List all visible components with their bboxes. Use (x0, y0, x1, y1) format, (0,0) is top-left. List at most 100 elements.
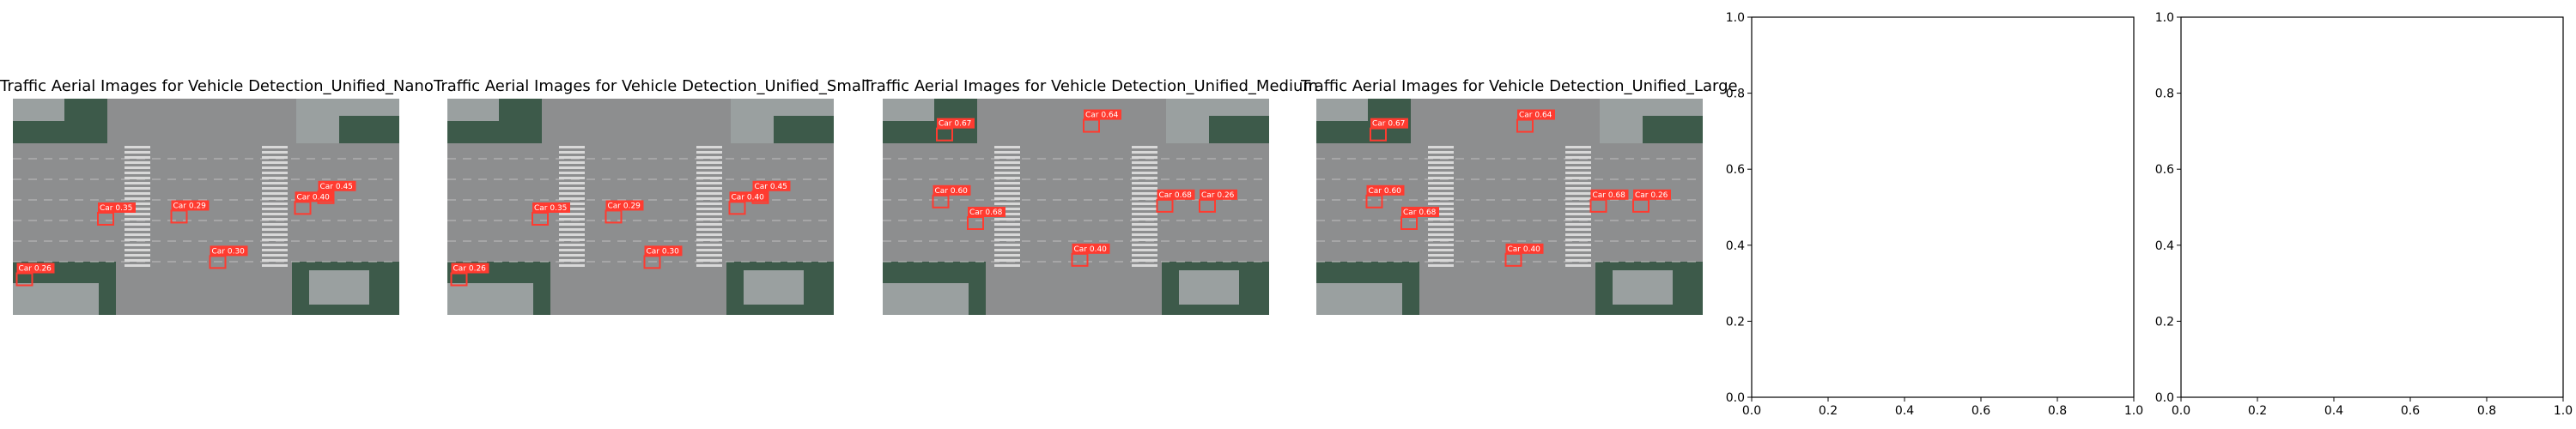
crosswalk-stripe (559, 218, 585, 221)
city-block (13, 283, 99, 315)
city-block (1643, 116, 1703, 143)
detection-label: Car 0.26 (19, 265, 52, 274)
detection-box: Car 0.67 (936, 118, 975, 142)
crosswalk-stripe (1565, 192, 1591, 195)
crosswalk-stripe (262, 172, 288, 174)
detection-label: Car 0.67 (939, 120, 971, 129)
crosswalk-stripe (1565, 213, 1591, 215)
crosswalk-stripe (559, 239, 585, 241)
detection-box: Car 0.29 (605, 200, 644, 224)
y-tick-label: 0.0 (2155, 391, 2174, 405)
crosswalk-stripe (696, 151, 722, 154)
crosswalk-stripe (1565, 239, 1591, 241)
detection-label: Car 0.68 (1403, 208, 1437, 217)
y-tick-label: 0.2 (1726, 315, 1745, 329)
city-block (744, 270, 804, 305)
crosswalk-stripe (1565, 228, 1591, 231)
crosswalk-stripe (696, 228, 722, 231)
x-tick-label: 0.2 (1819, 404, 1838, 418)
crosswalk-stripe (559, 259, 585, 262)
crosswalk-stripe (696, 244, 722, 246)
crosswalk-stripe (696, 249, 722, 251)
crosswalk-stripe (262, 151, 288, 154)
crosswalk-stripe (1565, 187, 1591, 190)
crosswalk-stripe (262, 182, 288, 184)
crosswalk-stripe (125, 161, 150, 164)
crosswalk-stripe (262, 218, 288, 221)
crosswalk-stripe (1428, 172, 1454, 174)
crosswalk-stripe (1565, 146, 1591, 148)
crosswalk-stripe (1565, 197, 1591, 200)
crosswalk-stripe (994, 156, 1020, 159)
crosswalk-stripe (1428, 146, 1454, 148)
panel-title: Traffic Aerial Images for Vehicle Detect… (434, 77, 870, 95)
crosswalk-stripe (1565, 172, 1591, 174)
city-block (883, 283, 969, 315)
crosswalk-stripe (1132, 156, 1157, 159)
crosswalk-stripe (1132, 244, 1157, 246)
crosswalk-stripe (125, 166, 150, 169)
crosswalk-stripe (696, 223, 722, 226)
detection-label: Car 0.68 (1159, 191, 1193, 200)
crosswalk-stripe (1565, 161, 1591, 164)
crosswalk-stripe (125, 177, 150, 179)
crosswalk-stripe (1428, 192, 1454, 195)
detection-label: Car 0.60 (1369, 187, 1402, 196)
crosswalk-stripe (994, 254, 1020, 257)
crosswalk-stripe (125, 187, 150, 190)
detection-box: Car 0.29 (170, 200, 210, 224)
crosswalk-stripe (994, 259, 1020, 262)
crosswalk-stripe (262, 233, 288, 236)
detection-label: Car 0.30 (212, 247, 246, 256)
crosswalk-stripe (1132, 264, 1157, 267)
crosswalk-stripe (696, 259, 722, 262)
crosswalk-stripe (1428, 233, 1454, 236)
x-tick-label: 0.6 (1971, 404, 1990, 418)
crosswalk-stripe (696, 187, 722, 190)
image-panel-medium: Traffic Aerial Images for Vehicle Detect… (863, 0, 1318, 429)
crosswalk-stripe (1428, 249, 1454, 251)
city-block (447, 283, 533, 315)
detection-box: Car 0.40 (1504, 243, 1544, 267)
crosswalk-stripe (696, 177, 722, 179)
crosswalk-stripe (1428, 264, 1454, 267)
crosswalk-stripe (1428, 239, 1454, 241)
crosswalk-stripe (696, 182, 722, 184)
y-tick-label: 0.2 (2155, 315, 2174, 329)
crosswalk-stripe (1132, 254, 1157, 257)
crosswalk-stripe (559, 146, 585, 148)
crosswalk-stripe (696, 172, 722, 174)
x-tick-label: 1.0 (2554, 404, 2573, 418)
crosswalk-stripe (1428, 259, 1454, 262)
crosswalk-stripe (1565, 151, 1591, 154)
x-tick-label: 0.0 (2172, 404, 2190, 418)
crosswalk-stripe (994, 192, 1020, 195)
crosswalk-stripe (1428, 197, 1454, 200)
crosswalk-stripe (559, 254, 585, 257)
crosswalk-stripe (994, 233, 1020, 236)
detection-box: Car 0.68 (1589, 189, 1629, 213)
crosswalk-stripe (994, 239, 1020, 241)
crosswalk-stripe (262, 202, 288, 205)
image-panel-nano: Traffic Aerial Images for Vehicle Detect… (0, 0, 434, 429)
crosswalk-stripe (1565, 254, 1591, 257)
detection-label: Car 0.40 (1074, 245, 1108, 254)
panel-title: Traffic Aerial Images for Vehicle Detect… (1301, 77, 1738, 95)
crosswalk-stripe (262, 254, 288, 257)
crosswalk-stripe (262, 264, 288, 267)
detection-box: Car 0.60 (1365, 184, 1405, 208)
detection-label: Car 0.26 (1201, 191, 1235, 200)
crosswalk-stripe (559, 202, 585, 205)
crosswalk-stripe (125, 213, 150, 215)
crosswalk-stripe (559, 264, 585, 267)
crosswalk-stripe (994, 182, 1020, 184)
x-tick-label: 0.8 (2477, 404, 2496, 418)
crosswalk-stripe (994, 264, 1020, 267)
crosswalk-stripe (262, 146, 288, 148)
crosswalk-stripe (262, 259, 288, 262)
crosswalk-stripe (1428, 177, 1454, 179)
detection-label: Car 0.40 (732, 193, 765, 202)
detection-box: Car 0.40 (728, 191, 768, 215)
